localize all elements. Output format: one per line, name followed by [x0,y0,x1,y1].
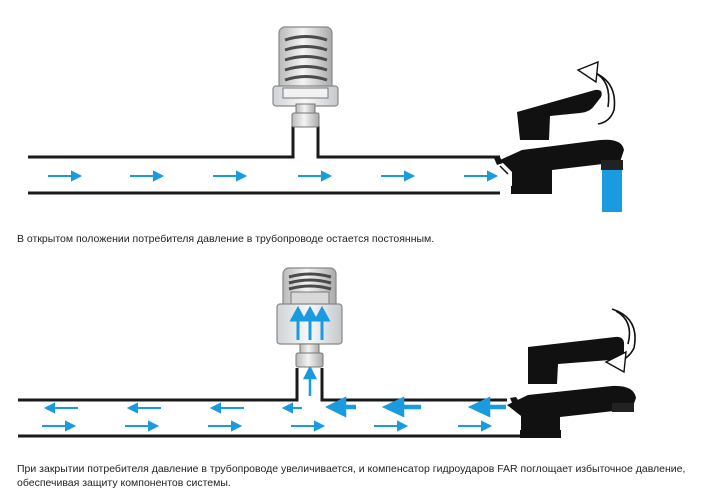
pressure-arrows [324,396,506,418]
flow-arrow [43,402,78,414]
water-stream [602,170,622,212]
flow-arrow [458,420,493,432]
open-state-caption: В открытом положении потребителя давлени… [17,233,435,245]
flow-arrow [213,170,248,182]
flow-arrow [298,170,333,182]
flow-arrow [281,402,302,414]
pipe [18,368,520,438]
open-state-diagram [28,26,624,212]
flow-arrow [130,170,165,182]
flow-arrows [42,420,493,432]
pipe [28,126,500,195]
flow-arrow [126,402,161,414]
closed-state-diagram [18,267,636,438]
closed-state-caption: При закрытии потребителя давление в труб… [17,463,686,489]
rotate-arrow-icon [576,60,616,125]
riser-arrow [302,365,318,396]
flow-arrow [208,420,243,432]
flow-arrow [467,396,506,418]
flow-arrow [324,396,356,418]
flow-arrow [125,420,160,432]
flow-arrow [464,170,499,182]
compression-arrows [289,305,331,340]
faucet-icon [494,89,624,194]
water-hammer-absorber-icon [272,26,339,128]
spring-icon [288,272,332,291]
flow-arrow [42,420,77,432]
rotate-arrow-icon [604,308,636,374]
spring-icon [284,35,328,82]
backflow-arrows [43,402,302,414]
flow-arrow [381,170,416,182]
faucet-icon [507,336,636,438]
flow-arrow [381,396,421,418]
water-hammer-absorber-icon [276,267,343,368]
flow-arrow [209,402,244,414]
flow-arrow [291,420,326,432]
flow-arrow [48,170,83,182]
flow-arrow [374,420,409,432]
flow-arrows [48,170,499,182]
